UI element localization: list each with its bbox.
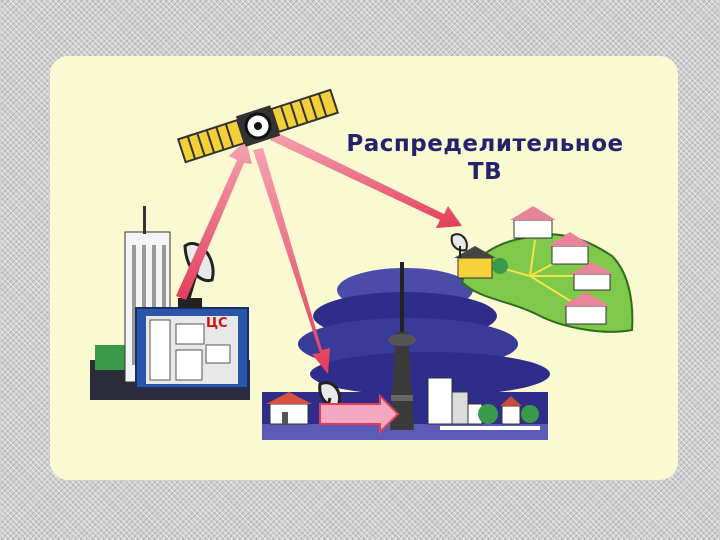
- central-station-label: ЦС: [206, 316, 228, 331]
- city-buildings: [427, 377, 540, 430]
- diagram-title: Распределительное ТВ: [330, 130, 640, 186]
- house-icon: [570, 262, 614, 291]
- house-icon: [548, 232, 592, 265]
- local-distribution-arrow: [319, 393, 400, 435]
- title-line-2: ТВ: [467, 159, 503, 185]
- central-station-icon: [90, 206, 250, 400]
- tv-tower-icon: [388, 262, 416, 430]
- house-icon: [562, 292, 610, 325]
- title-line-1: Распределительное: [346, 131, 624, 157]
- uplink-arrow: [176, 140, 252, 300]
- downlink-arrow-to-houses: [270, 132, 462, 228]
- satellite-icon: [176, 88, 340, 164]
- house-icon: [454, 246, 508, 279]
- downlink-arrow-to-city: [253, 148, 330, 374]
- house-icon: [266, 392, 312, 425]
- satellite-dish-icon: [450, 233, 468, 258]
- house-icon: [510, 206, 556, 239]
